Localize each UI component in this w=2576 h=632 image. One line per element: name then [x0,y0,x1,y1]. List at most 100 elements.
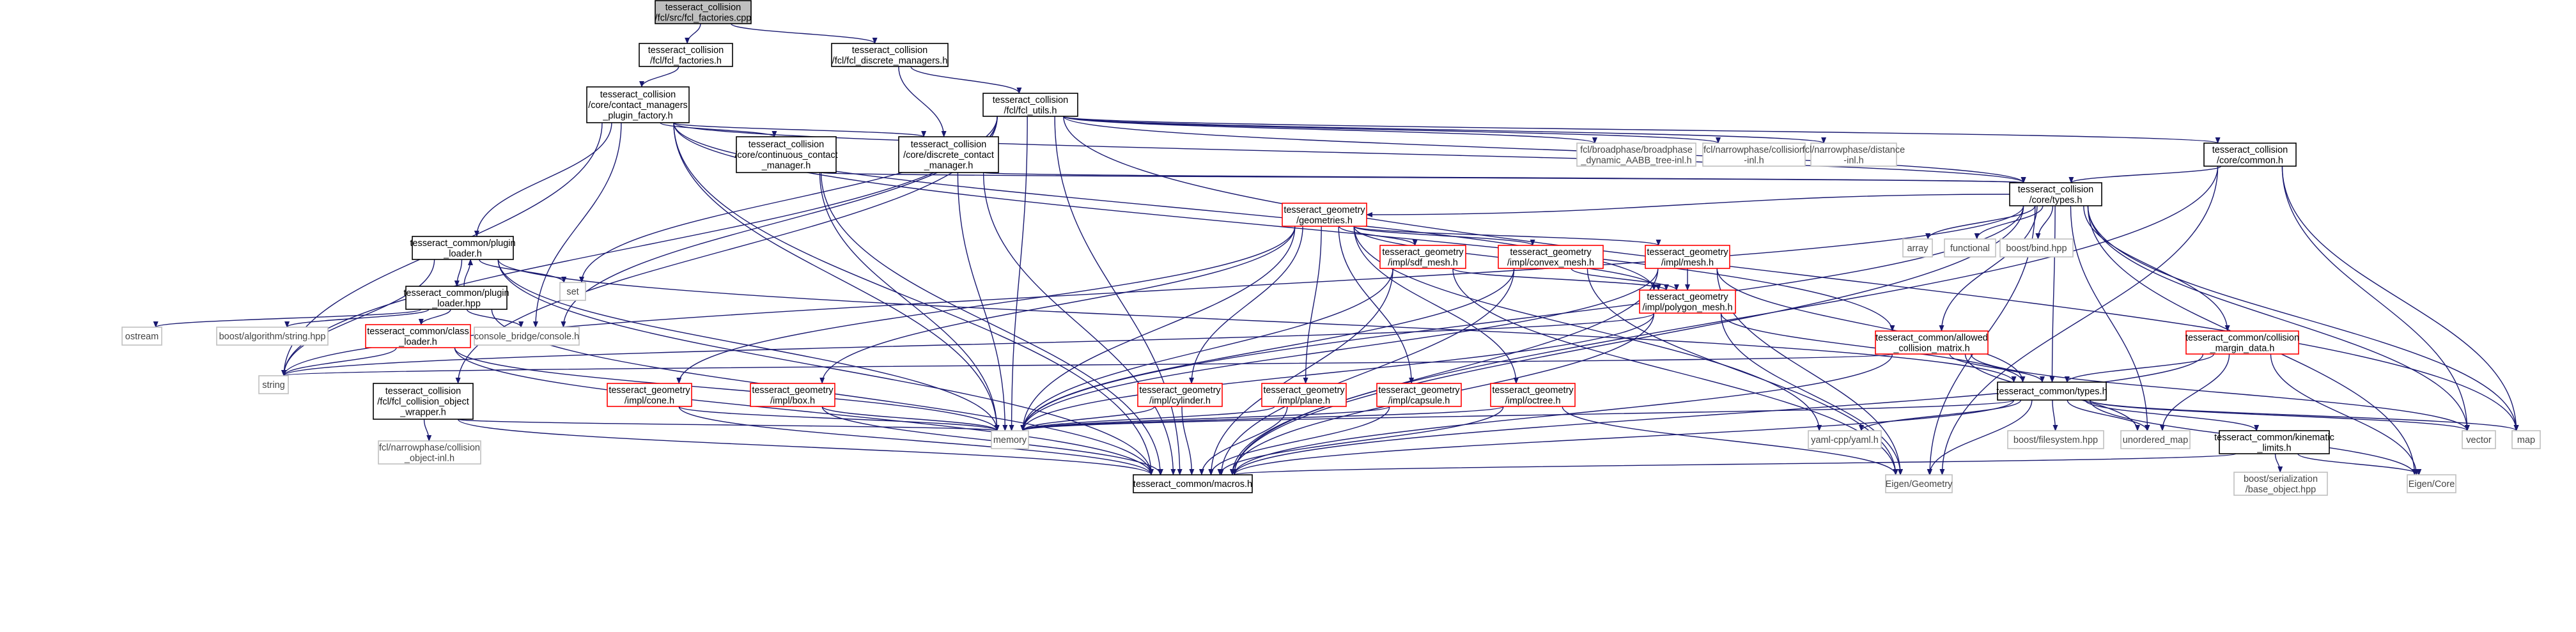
node-box[interactable] [365,324,471,348]
node-cone_h[interactable]: tesseract_geometry/impl/cone.h [607,383,692,407]
node-core_common_h[interactable]: tesseract_collision/core/common.h [2203,143,2297,167]
node-box[interactable] [405,286,508,310]
node-box [2462,430,2496,449]
node-box[interactable] [1875,330,1989,355]
node-sdf_mesh_h[interactable]: tesseract_geometry/impl/sdf_mesh.h [1379,245,1466,269]
node-label-line: string [262,380,284,390]
node-label-line: /geometries.h [1296,215,1353,226]
node-box[interactable] [982,93,1078,117]
node-box[interactable] [2009,182,2102,206]
node-discrete_contact_manager_h[interactable]: tesseract_collision/core/discrete_contac… [898,136,999,173]
node-string: string [258,375,289,394]
edge-continuous_contact_manager_h-to-common_macros_h [820,172,1163,475]
node-box [2233,472,2328,496]
node-common_macros_h[interactable]: tesseract_common/macros.h [1133,474,1253,493]
node-box[interactable] [1282,203,1367,227]
node-box [559,282,586,301]
edge-mesh_h-to-memory [1020,268,1659,431]
node-common_types_h[interactable]: tesseract_common/types.h [1996,382,2107,401]
node-plane_h[interactable]: tesseract_geometry/impl/plane.h [1261,383,1347,407]
node-label-line: boost/filesystem.hpp [2013,435,2098,445]
node-capsule_h[interactable]: tesseract_geometry/impl/capsule.h [1376,383,1462,407]
node-mesh_h[interactable]: tesseract_geometry/impl/mesh.h [1645,245,1730,269]
node-box[interactable] [2203,143,2297,167]
node-box[interactable] [750,383,835,407]
node-geometries_h[interactable]: tesseract_geometry/geometries.h [1282,203,1367,227]
node-cylinder_h[interactable]: tesseract_geometry/impl/cylinder.h [1137,383,1223,407]
edge-geometries_h-to-cone_h [676,226,1296,384]
node-label-line: _margin_data.h [2210,343,2275,353]
node-label-line: tesseract_common/macros.h [1133,479,1252,489]
node-box[interactable] [1261,383,1347,407]
edge-core_types_h-to-common_types_h [2049,205,2056,383]
node-box [2407,474,2456,493]
node-continuous_contact_manager_h[interactable]: tesseract_collision/core/continuous_cont… [734,136,838,173]
node-box[interactable] [1490,383,1576,407]
edge-octree_h-to-eigen_geometry [1562,406,1898,475]
node-label-line: /impl/sdf_mesh.h [1388,258,1458,268]
node-allowed_collision_matrix_h[interactable]: tesseract_common/allowed_collision_matri… [1875,330,1989,355]
node-box[interactable] [373,383,474,420]
node-label-line: /impl/octree.h [1505,396,1560,406]
node-box_h[interactable]: tesseract_geometry/impl/box.h [750,383,835,407]
node-fcl_utils_h[interactable]: tesseract_collision/fcl/fcl_utils.h [982,93,1078,117]
edge-geometries_h-to-cylinder_h [1189,226,1303,384]
node-box[interactable] [2219,430,2330,454]
edge-discrete_contact_manager_h-to-core_types_h [982,172,2025,183]
node-box[interactable] [639,43,733,67]
node-fcl_discrete_managers_h[interactable]: tesseract_collision/fcl/fcl_discrete_man… [831,43,949,67]
node-box [655,0,752,24]
node-plugin_loader_h[interactable]: tesseract_common/plugin_loader.h [410,236,516,260]
edge-geometries_h-to-memory [1020,226,1296,431]
edge-common_types_h-to-eigen_geometry [1927,399,2033,475]
edge-geometries_h-to-capsule_h [1338,226,1415,384]
node-plugin_loader_hpp[interactable]: tesseract_common/plugin_loader.hpp [403,286,509,310]
edge-allowed_collision_matrix_h-to-vector [1970,353,2470,431]
node-label-line: tesseract_collision [648,45,724,56]
edge-plugin_loader_hpp-to-class_loader_h [418,309,451,325]
node-boost_algorithm_string: boost/algorithm/string.hpp [216,327,329,346]
node-box[interactable] [412,236,514,260]
node-box[interactable] [586,86,690,123]
node-label-line: tesseract_geometry [609,385,690,396]
node-box[interactable] [1133,474,1253,493]
edge-cylinder_h-to-common_macros_h [1181,406,1195,475]
node-box[interactable] [1645,245,1730,269]
node-core_types_h[interactable]: tesseract_collision/core/types.h [2009,182,2102,206]
node-box[interactable] [1639,289,1736,314]
node-memory: memory [991,430,1029,449]
edge-convex_mesh_h-to-polygon_mesh_h [1571,268,1679,291]
node-label-line: tesseract_geometry [752,385,834,396]
edge-polygon_mesh_h-to-common_types_h [1720,312,2026,383]
node-box[interactable] [2185,330,2299,355]
node-map: map [2511,430,2541,449]
node-kinematic_limits_h[interactable]: tesseract_common/kinematic_limits.h [2214,430,2334,454]
edge-cone_h-to-common_macros_h [678,406,1154,475]
node-box[interactable] [831,43,949,67]
edge-polygon_mesh_h-to-eigen_geometry [1720,312,1904,475]
node-box[interactable] [1137,383,1223,407]
node-contact_managers_plugin_factory_h[interactable]: tesseract_collision/core/contact_manager… [586,86,690,123]
node-label-line: fcl/narrowphase/collision [379,443,480,453]
node-fcl_factories_h[interactable]: tesseract_collision/fcl/fcl_factories.h [639,43,733,67]
node-fcl_collision_object_wrapper_h[interactable]: tesseract_collision/fcl/fcl_collision_ob… [373,383,474,420]
edge-fcl_factories_h-to-contact_managers_plugin_factory_h [639,66,679,88]
node-box[interactable] [898,136,999,173]
node-box[interactable] [1498,245,1604,269]
node-label-line: _manager.h [761,161,811,171]
node-octree_h[interactable]: tesseract_geometry/impl/octree.h [1490,383,1576,407]
node-box[interactable] [1997,382,2107,401]
node-convex_mesh_h[interactable]: tesseract_geometry/impl/convex_mesh.h [1498,245,1604,269]
node-label-line: functional [1950,243,1990,254]
node-label-line: /core/continuous_contact [734,150,837,160]
node-label-line: tesseract_geometry [1647,247,1728,258]
edge-fcl_utils_h-to-fcl_broadphase_aabb [1063,116,1597,144]
node-polygon_mesh_h[interactable]: tesseract_geometry/impl/polygon_mesh.h [1639,289,1736,314]
node-label-line: /impl/polygon_mesh.h [1642,302,1732,312]
node-class_loader_h[interactable]: tesseract_common/class_loader.h [365,324,471,348]
node-box[interactable] [736,136,837,173]
node-box[interactable] [1376,383,1462,407]
node-collision_margin_data_h[interactable]: tesseract_common/collision_margin_data.h [2185,330,2299,355]
node-box[interactable] [607,383,692,407]
node-box[interactable] [1379,245,1466,269]
